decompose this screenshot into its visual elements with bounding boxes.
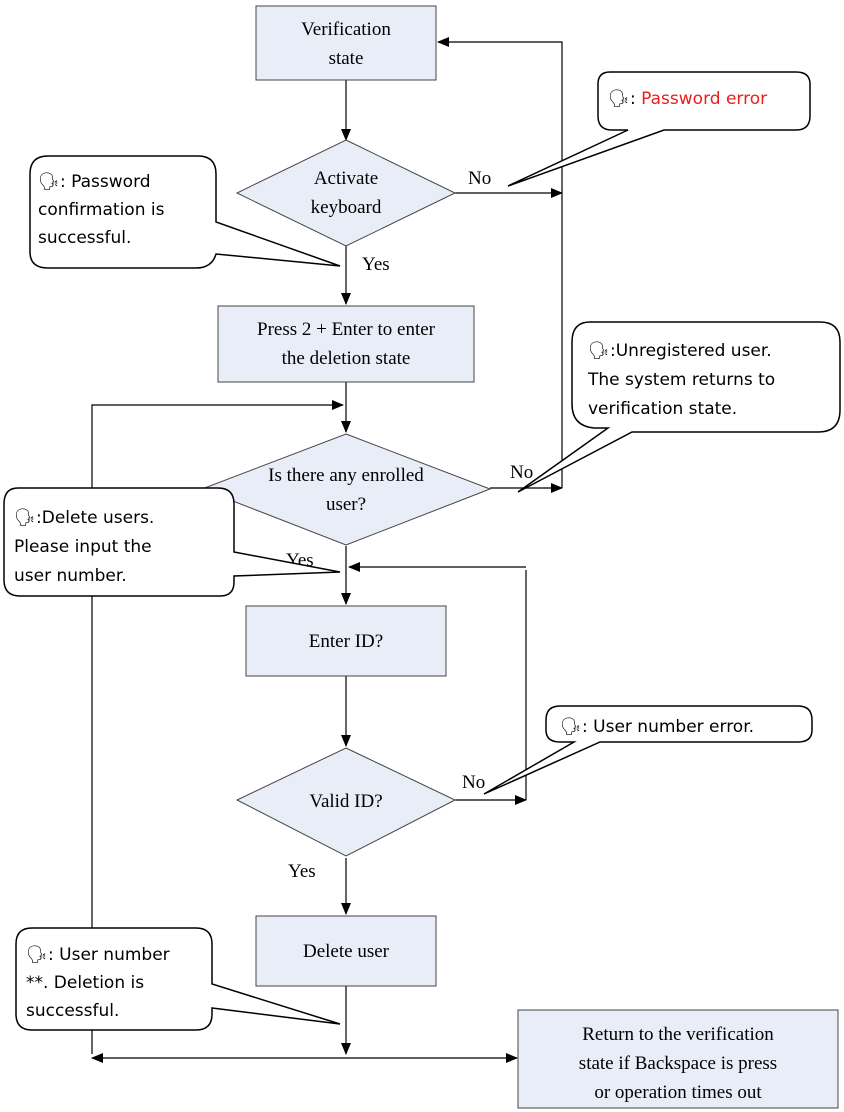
label-valid-no: No <box>462 772 485 793</box>
user-number-error-text: User number error. <box>593 717 754 737</box>
edge-left-loop <box>91 400 344 1054</box>
svg-text:: User number: : User number <box>48 945 170 965</box>
node-any-enrolled-user: Is there any enrolled user? <box>200 433 492 546</box>
deletion-line-2: **. Deletion is <box>26 973 144 993</box>
password-confirmation-line-1: Password <box>71 172 150 192</box>
deletion-prefix: : <box>48 945 59 965</box>
svg-text:: Password: : Password <box>60 172 151 192</box>
press-2-enter-line-1: Press 2 + Enter to enter <box>257 319 436 340</box>
unregistered-line-2: The system returns to <box>587 370 775 390</box>
return-line-3: or operation times out <box>594 1082 762 1103</box>
label-activate-no: No <box>468 168 491 189</box>
deletion-line-1: User number <box>59 945 170 965</box>
password-confirmation-prefix: : <box>60 172 71 192</box>
verification-state-line-1: Verification <box>301 19 391 40</box>
label-valid-yes: Yes <box>288 861 316 882</box>
node-delete-user: Delete user <box>255 915 437 987</box>
valid-id-label: Valid ID? <box>309 791 382 812</box>
edge-return-to-verification <box>437 37 563 488</box>
enrolled-line-2: user? <box>326 494 366 515</box>
deletion-line-3: successful. <box>26 1001 119 1021</box>
callout-password-error: 🗣 : Password error <box>507 71 811 187</box>
callout-password-confirmation: 🗣 : Password confirmation is successful. <box>29 155 341 269</box>
connectors <box>91 37 563 1063</box>
callout-user-number-error: 🗣 : User number error. <box>483 705 813 795</box>
speaker-icon: 🗣 <box>38 172 60 192</box>
verification-state-line-2: state <box>329 48 364 69</box>
enter-id-label: Enter ID? <box>309 631 383 652</box>
callout-delete-users: 🗣 :Delete users. Please input the user n… <box>3 487 341 597</box>
press-2-enter-line-2: the deletion state <box>282 348 411 369</box>
delete-users-line-3: user number. <box>14 566 127 586</box>
svg-text:: Password error: : Password error <box>630 89 767 109</box>
delete-users-prefix: : <box>36 508 42 528</box>
return-line-2: state if Backspace is press <box>579 1053 777 1074</box>
password-error-prefix: : <box>630 89 641 109</box>
label-activate-yes: Yes <box>362 254 390 275</box>
node-enter-id: Enter ID? <box>245 605 447 677</box>
activate-keyboard-line-1: Activate <box>314 168 378 189</box>
unregistered-line-3: verification state. <box>588 399 737 419</box>
return-line-1: Return to the verification <box>582 1024 774 1045</box>
node-activate-keyboard: Activate keyboard <box>235 139 457 247</box>
enrolled-line-1: Is there any enrolled <box>268 465 424 486</box>
user-number-error-prefix: : <box>582 717 593 737</box>
svg-text:: User number error.: : User number error. <box>582 717 754 737</box>
node-return-verification: Return to the verification state if Back… <box>517 1009 839 1109</box>
unregistered-prefix: : <box>610 341 616 361</box>
node-verification-state: Verification state <box>255 5 437 81</box>
label-enrolled-no: No <box>510 462 533 483</box>
edge-labels: No Yes No Yes No Yes <box>286 168 533 882</box>
delete-users-line-2: Please input the <box>14 537 152 557</box>
svg-text::Unregistered user.: :Unregistered user. <box>610 341 772 361</box>
speaker-icon: 🗣 <box>560 717 582 737</box>
password-confirmation-line-3: successful. <box>38 228 131 248</box>
delete-user-label: Delete user <box>303 941 390 962</box>
node-valid-id: Valid ID? <box>235 747 457 857</box>
password-error-text: Password error <box>641 89 767 109</box>
callout-unregistered-user: 🗣 :Unregistered user. The system returns… <box>517 321 841 493</box>
speaker-icon: 🗣 <box>26 945 48 965</box>
speaker-icon: 🗣 <box>14 508 36 528</box>
unregistered-line-1: Unregistered user. <box>616 341 772 361</box>
callout-deletion-successful: 🗣 : User number **. Deletion is successf… <box>15 927 341 1031</box>
speaker-icon: 🗣 <box>588 341 610 361</box>
node-press-2-enter: Press 2 + Enter to enter the deletion st… <box>217 305 475 383</box>
svg-text::Delete users.: :Delete users. <box>36 508 154 528</box>
password-confirmation-line-2: confirmation is <box>38 200 165 220</box>
speaker-icon: 🗣 <box>608 89 630 109</box>
activate-keyboard-line-2: keyboard <box>311 197 382 218</box>
delete-users-line-1: Delete users. <box>42 508 155 528</box>
